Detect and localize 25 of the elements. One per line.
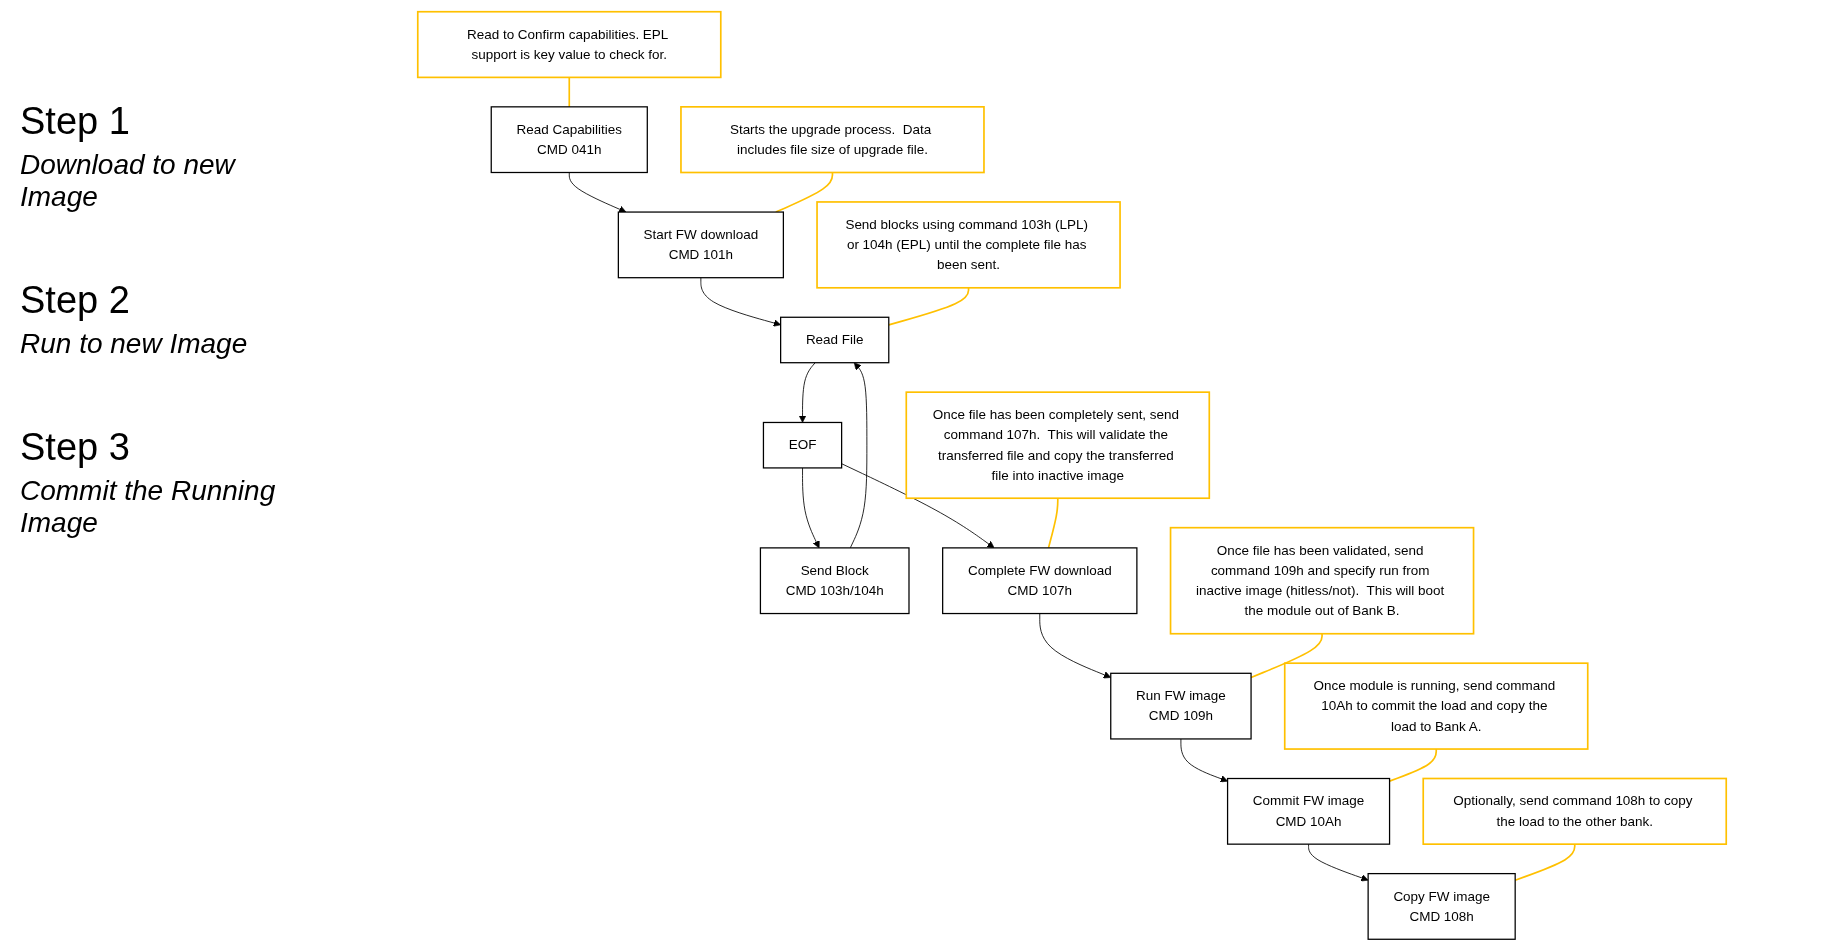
step-description: Run to new Image [20,328,249,360]
node-box: Copy FW image CMD 108h [1367,873,1516,940]
connector [1047,497,1059,549]
node-box: Once module is running, send command 10Ah to commit the load and copy the load to Bank A. [1283,662,1589,750]
step-description: Download to new Image [20,149,237,213]
node-box: Read to Confirm capabilities. EPL support is key value to check for. [416,10,722,79]
node-box: Send Block CMD 103h/104h [759,547,910,615]
node-box: Starts the upgrade process. Data includes file size of upgrade file. [680,106,985,174]
node-box: Once file has been completely sent, send command 107h. This will validate the transferred file and copy the transferred file into inactive image [905,391,1211,500]
step-description: Commit the Running Image [20,475,277,539]
node-box: Run FW image CMD 109h [1110,672,1252,740]
node-box: Read File [780,316,890,364]
node-box: EOF [762,421,843,469]
node-box: Once file has been validated, send command 109h and specify run from inactive image (hitless/not). This will boot the module out of Bank B. [1169,526,1475,635]
node-box: Commit FW image CMD 10Ah [1226,777,1391,845]
node-box: Complete FW download CMD 107h [942,547,1138,615]
step-heading: Step 3 [20,426,131,469]
node-box: Start FW download CMD 101h [617,211,784,279]
node-box: Read Capabilities CMD 041h [490,106,648,174]
node-box: Send blocks using command 103h (LPL) or 104h (EPL) until the complete file has been sent. [816,201,1121,289]
connector [568,76,571,108]
node-box: Optionally, send command 108h to copy the load to the other bank. [1422,777,1728,845]
step-heading: Step 2 [20,279,131,322]
step-heading: Step 1 [20,100,131,143]
connector [774,171,834,213]
